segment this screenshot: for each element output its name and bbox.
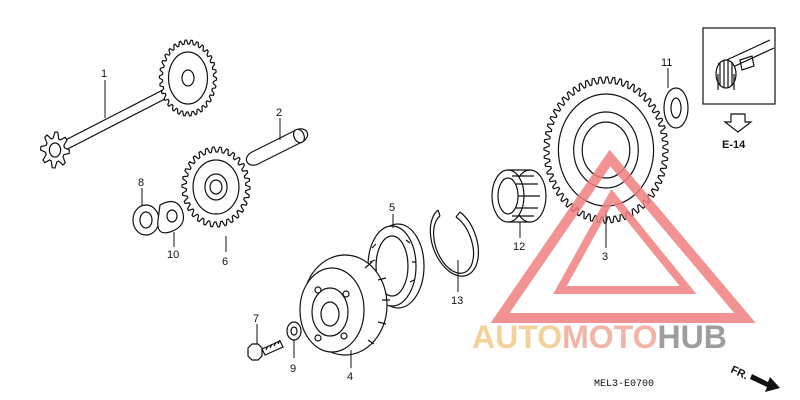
needle-bearing — [491, 169, 547, 223]
front-arrow: FR. — [729, 364, 780, 392]
gear-ring — [181, 69, 195, 87]
watermark-text: AUTOMOTOHUB — [472, 319, 727, 355]
washer-8 — [132, 204, 160, 236]
watermark: AUTOMOTOHUB — [472, 149, 756, 355]
part-number-12: 12 — [513, 241, 525, 253]
gear-ring — [581, 121, 631, 179]
part-number-6: 6 — [222, 256, 228, 268]
part-number-9: 9 — [290, 363, 296, 375]
snap-ring — [429, 209, 480, 277]
reference-label: E-14 — [722, 139, 746, 151]
gear-ring — [192, 159, 240, 215]
part-number-4: 4 — [347, 371, 353, 383]
gear-ring — [48, 142, 62, 158]
front-arrow-icon — [750, 374, 780, 392]
part-number-10: 10 — [167, 249, 179, 261]
down-arrow-icon — [723, 113, 753, 133]
collar — [245, 128, 309, 166]
part-number-2: 2 — [276, 107, 282, 119]
part-number-3: 3 — [602, 251, 608, 263]
inset-shaft-detail — [715, 39, 775, 90]
gear-teeth — [39, 131, 71, 169]
watermark-triangle-logo — [490, 149, 756, 323]
starter-clutch-outer — [299, 254, 390, 356]
diagram-code: MEL3-E0700 — [594, 379, 654, 390]
front-label: FR. — [729, 364, 750, 382]
part-number-5: 5 — [389, 202, 395, 214]
gear-ring — [573, 111, 639, 189]
gear-teeth — [158, 39, 218, 117]
gear-ring — [204, 173, 228, 201]
gear-ring — [167, 51, 209, 105]
gear-teeth — [181, 146, 251, 228]
idle-gear-top — [158, 39, 218, 117]
starter-shaft-assembly — [39, 39, 218, 169]
small-sprocket — [39, 131, 71, 169]
reference-inset — [702, 27, 776, 133]
idle-gear — [181, 146, 251, 228]
leader-lines — [104, 68, 669, 368]
part-number-7: 7 — [253, 313, 259, 325]
part-number-1: 1 — [101, 68, 107, 80]
part-number-8: 8 — [138, 177, 144, 189]
watermark-moto: MOTO — [562, 319, 657, 355]
watermark-auto: AUTO — [472, 319, 562, 355]
watermark-hub: HUB — [657, 319, 726, 355]
part-number-11: 11 — [661, 57, 672, 69]
washer-11 — [663, 87, 689, 129]
bolt — [247, 339, 284, 361]
washer-9 — [286, 321, 302, 341]
part-numbers: 1 2 3 4 5 6 7 8 9 10 11 12 13 — [101, 57, 672, 383]
part-number-13: 13 — [451, 295, 463, 307]
washer-10 — [157, 200, 185, 234]
gear-ring — [209, 179, 223, 195]
